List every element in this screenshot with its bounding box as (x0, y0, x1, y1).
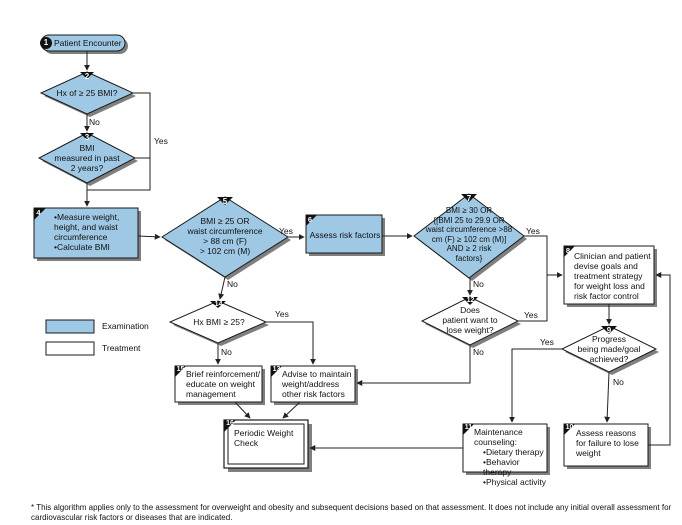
node-1-label: Patient Encounter (54, 38, 122, 48)
node-7-line: cm (F) ≥ 102 cm (M)] (431, 234, 507, 244)
node-13-number: 13 (272, 366, 281, 373)
node-12-shape (420, 296, 521, 348)
node-5-line: waist circumference (187, 226, 263, 236)
node-12-number: 12 (466, 297, 475, 304)
node-12-line: lose weight? (446, 325, 494, 335)
node-1-shape (40, 34, 128, 54)
node-9-number: 9 (606, 326, 612, 335)
node-10-number: 10 (565, 424, 574, 431)
legend-swatches (45, 319, 95, 356)
node-13-label: Advise to maintain weight/address other … (282, 369, 352, 399)
node-9-line: being made/goal (577, 344, 641, 354)
node-9-line: achieved? (589, 354, 629, 364)
edge-label-7-no: No (473, 279, 484, 289)
node-7-number: 7 (466, 194, 472, 203)
node-5-line: > 88 cm (F) (203, 236, 247, 246)
node-4-item: Calculate BMI (54, 242, 137, 252)
edge-label-9-no: No (613, 377, 624, 387)
node-7-line: AND ≥ 2 risk (446, 244, 492, 253)
node-6-number: 6 (307, 215, 313, 224)
edge-label-12-no: No (473, 347, 484, 357)
node-8-shape (563, 245, 657, 307)
node-6-label: Assess risk factors (309, 230, 381, 240)
edge-label-2-yes: Yes (154, 136, 168, 146)
edge-label-14-yes: Yes (275, 309, 289, 319)
node-15-number: 15 (176, 366, 185, 373)
node-12-line: Does (460, 305, 480, 315)
node-1-number: 1 (43, 38, 49, 47)
connectors (84, 51, 671, 451)
node-3-shape (37, 132, 138, 186)
edge-label-5-yes: Yes (279, 226, 293, 236)
node-11-item: Dietary therapy (483, 447, 550, 457)
legend-treatment: Treatment (102, 343, 141, 353)
node-4-number: 4 (36, 208, 41, 217)
edge-label-2-no: No (89, 117, 100, 127)
footnote: * This algorithm applies only to the ass… (31, 503, 672, 522)
node-3-line: BMI (79, 143, 95, 153)
node-3-number: 3 (84, 133, 90, 142)
node-14-number: 14 (214, 301, 223, 308)
node-5-number: 5 (222, 197, 228, 206)
node-2-label: Hx of ≥ 25 BMI? (56, 88, 118, 98)
node-9-shape (560, 325, 659, 375)
node-12-label: Does patient want to lose weight? (432, 305, 508, 335)
node-16-label: Periodic Weight Check (234, 428, 294, 448)
node-10-shape (563, 423, 651, 469)
node-7-line: waist circumference >88 (425, 225, 513, 234)
edge-label-9-yes: Yes (540, 337, 554, 347)
node-9-line: Progress (591, 334, 626, 344)
node-14-label: Hx BMI ≥ 25? (193, 317, 245, 327)
node-6-shape (305, 214, 385, 256)
node-12-line: patient want to (442, 315, 498, 325)
node-2-number: 2 (84, 72, 90, 81)
legend-examination: Examination (102, 321, 149, 331)
node-11-number: 11 (464, 424, 473, 431)
node-5-label: BMI ≥ 25 OR waist circumference > 88 cm … (180, 216, 270, 256)
node-4-item: Measure weight, height, and waist circum… (54, 212, 137, 242)
node-8-number: 8 (565, 246, 571, 255)
node-10-label: Assess reasons for failure to lose weigh… (576, 428, 639, 458)
node-11-title: Maintenance counseling: (474, 427, 523, 447)
node-11-item: Physical activity (483, 477, 550, 487)
node-15-shape (174, 365, 265, 405)
node-7-line: BMI ≥ 30 OR (445, 206, 493, 215)
node-16-number: 16 (226, 420, 234, 427)
node-4-label: Measure weight, height, and waist circum… (45, 212, 137, 252)
node-11-item: Behavior therapy (483, 457, 550, 477)
edge-label-12-yes: Yes (524, 310, 538, 320)
edge-label-14-no: No (221, 347, 232, 357)
node-5-shape (161, 196, 291, 280)
node-11-label: Maintenance counseling: Dietary therapy … (474, 427, 550, 487)
node-5-line: BMI ≥ 25 OR (200, 216, 250, 226)
node-9-label: Progress being made/goal achieved? (570, 334, 648, 364)
node-7-shape (413, 193, 527, 281)
node-7-line: {[BMI 25 to 29.9 OR (433, 215, 505, 225)
node-8-label: Clinician and patient devise goals and t… (574, 251, 651, 301)
node-3-line: measured in past (54, 153, 120, 163)
node-3-line: 2 years? (70, 163, 104, 173)
node-16-shape (223, 419, 312, 472)
node-3-label: BMI measured in past 2 years? (50, 143, 124, 173)
edge-label-7-yes: Yes (526, 226, 540, 236)
node-7-line: factors} (455, 253, 483, 263)
node-5-line: > 102 cm (M) (199, 246, 251, 256)
node-13-shape (270, 365, 358, 405)
node-15-label: Brief reinforcement/ educate on weight m… (186, 369, 261, 399)
node-7-label: BMI ≥ 30 OR {[BMI 25 to 29.9 OR waist ci… (420, 206, 518, 263)
edge-label-5-no: No (227, 279, 238, 289)
